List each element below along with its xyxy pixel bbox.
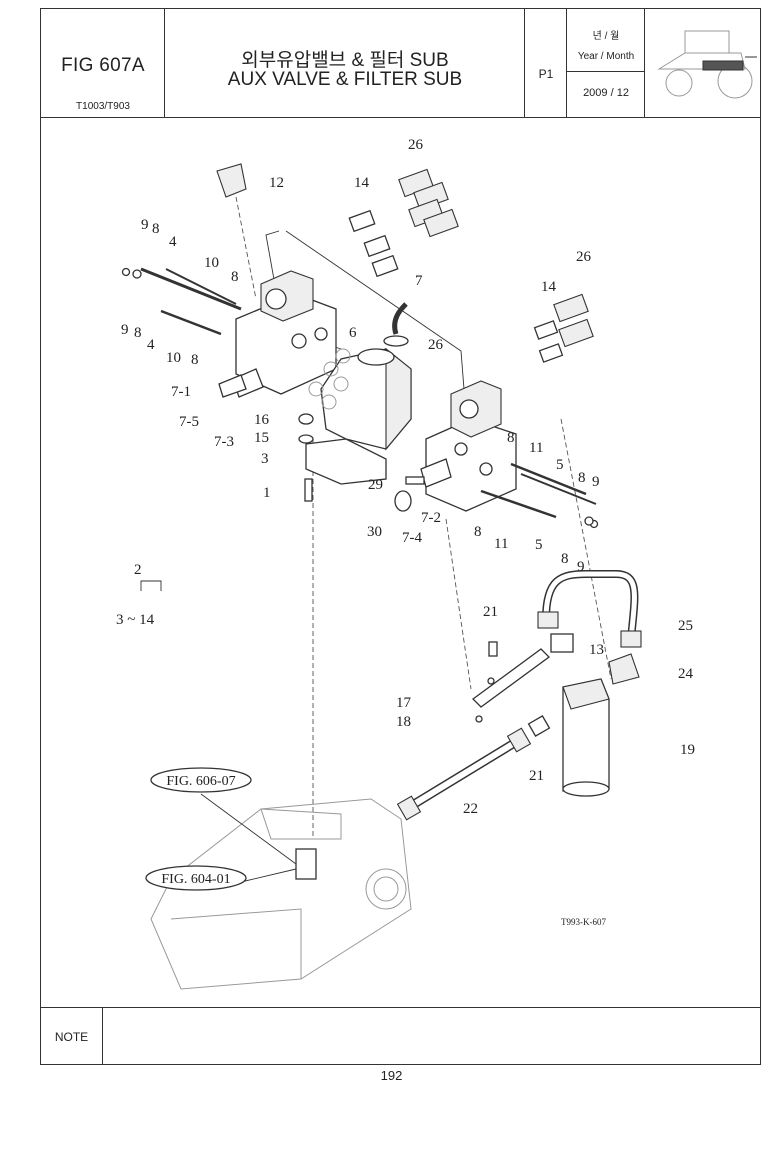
tractor-thumbnail-icon (657, 30, 757, 99)
valve-block-right (420, 380, 517, 512)
o-rings-6 (308, 348, 351, 410)
svg-text:7-4: 7-4 (402, 530, 422, 546)
svg-text:8: 8 (578, 470, 586, 486)
pipe-25 (537, 570, 642, 648)
callout-bracket (140, 580, 162, 591)
title-korean: 외부유압밸브 & 필터 SUB (241, 50, 449, 71)
svg-text:29: 29 (368, 477, 383, 493)
svg-text:8: 8 (231, 269, 239, 285)
note-row: NOTE (41, 1007, 760, 1065)
quick-coupler-top (398, 168, 459, 238)
note-label: NOTE (41, 1008, 103, 1065)
year-month-rule (567, 71, 645, 72)
svg-text:17: 17 (396, 695, 412, 711)
svg-text:9: 9 (121, 322, 129, 338)
svg-text:11: 11 (529, 440, 543, 456)
svg-text:9: 9 (141, 217, 149, 233)
svg-text:2: 2 (134, 562, 142, 578)
svg-text:12: 12 (269, 175, 284, 191)
tie-rods-right (480, 462, 599, 529)
svg-text:9: 9 (592, 474, 600, 490)
hose-22 (396, 715, 551, 821)
svg-text:7-5: 7-5 (179, 414, 199, 430)
bolt-21 (488, 641, 498, 657)
svg-text:19: 19 (680, 742, 695, 758)
fitting-group-top (348, 209, 399, 278)
svg-text:26: 26 (408, 137, 424, 153)
bracket-17 (472, 648, 550, 723)
svg-text:10: 10 (166, 350, 181, 366)
svg-text:10: 10 (204, 255, 219, 271)
ref-fig-606-07: FIG. 606-07 (166, 774, 235, 789)
svg-text:30: 30 (367, 524, 382, 540)
manifold-body (305, 347, 412, 485)
svg-text:7-3: 7-3 (214, 434, 234, 450)
svg-text:21: 21 (483, 604, 498, 620)
elbow-24 (608, 653, 640, 685)
tie-rods-left (121, 267, 242, 336)
return-pipe-26 (383, 302, 409, 347)
header-divider (41, 117, 760, 118)
svg-text:8: 8 (152, 221, 160, 237)
svg-text:8: 8 (507, 430, 515, 446)
svg-text:7-2: 7-2 (421, 510, 441, 526)
svg-text:15: 15 (254, 430, 269, 446)
svg-text:4: 4 (169, 234, 177, 250)
quick-coupler-right (533, 293, 594, 363)
svg-text:18: 18 (396, 714, 411, 730)
svg-text:8: 8 (134, 325, 142, 341)
svg-text:25: 25 (678, 618, 693, 634)
svg-text:4: 4 (147, 337, 155, 353)
elbow-fitting-12 (216, 163, 247, 198)
svg-text:7-1: 7-1 (171, 384, 191, 400)
svg-text:13: 13 (589, 642, 604, 658)
drawing-code: T993-K-607 (561, 917, 606, 927)
title-cell (165, 9, 525, 117)
svg-text:6: 6 (349, 325, 357, 341)
svg-text:3 ~ 14: 3 ~ 14 (116, 612, 155, 628)
parts-sheet: FIG 607A T1003/T903 외부유압밸브 & 필터 SUB AUX … (40, 8, 761, 1065)
page-number: 192 (380, 1068, 403, 1083)
page-ref: P1 (538, 67, 554, 81)
revision-date: 2009 / 12 (583, 87, 629, 99)
small-parts (298, 413, 425, 512)
svg-text:22: 22 (463, 801, 478, 817)
svg-text:11: 11 (494, 536, 508, 552)
svg-text:8: 8 (191, 352, 199, 368)
svg-text:5: 5 (535, 537, 543, 553)
svg-text:26: 26 (428, 337, 444, 353)
svg-text:14: 14 (354, 175, 370, 191)
svg-text:8: 8 (474, 524, 482, 540)
svg-text:1: 1 (263, 485, 271, 501)
svg-text:3: 3 (261, 451, 269, 467)
svg-text:5: 5 (556, 457, 564, 473)
svg-text:21: 21 (529, 768, 544, 784)
exploded-view-drawing: 26 12 14 9 8 4 10 8 7 26 14 9 8 4 10 8 6… (116, 137, 695, 990)
figure-references: FIG. 606-07 FIG. 604-01 (145, 767, 252, 891)
year-month-label-ko: 년 / 월 (592, 31, 620, 42)
svg-text:8: 8 (561, 551, 569, 567)
adapter-13 (550, 633, 574, 653)
ref-fig-604-01: FIG. 604-01 (161, 872, 230, 887)
title-english: AUX VALVE & FILTER SUB (227, 69, 463, 90)
year-month-cell (567, 9, 645, 117)
svg-text:7: 7 (415, 273, 423, 289)
svg-text:24: 24 (678, 666, 694, 682)
year-month-label-en: Year / Month (577, 51, 635, 62)
callout-labels: 26 12 14 9 8 4 10 8 7 26 14 9 8 4 10 8 6… (116, 137, 695, 817)
filter-19 (562, 678, 610, 797)
svg-text:9: 9 (577, 559, 585, 575)
transmission-housing (150, 798, 412, 990)
figure-cell (41, 9, 165, 117)
valve-block-left (218, 270, 337, 398)
page-ref-cell (525, 9, 567, 117)
model-number: T1003/T903 (76, 101, 130, 112)
svg-text:26: 26 (576, 249, 592, 265)
figure-number: FIG 607A (61, 55, 145, 76)
svg-text:14: 14 (541, 279, 557, 295)
svg-text:16: 16 (254, 412, 270, 428)
